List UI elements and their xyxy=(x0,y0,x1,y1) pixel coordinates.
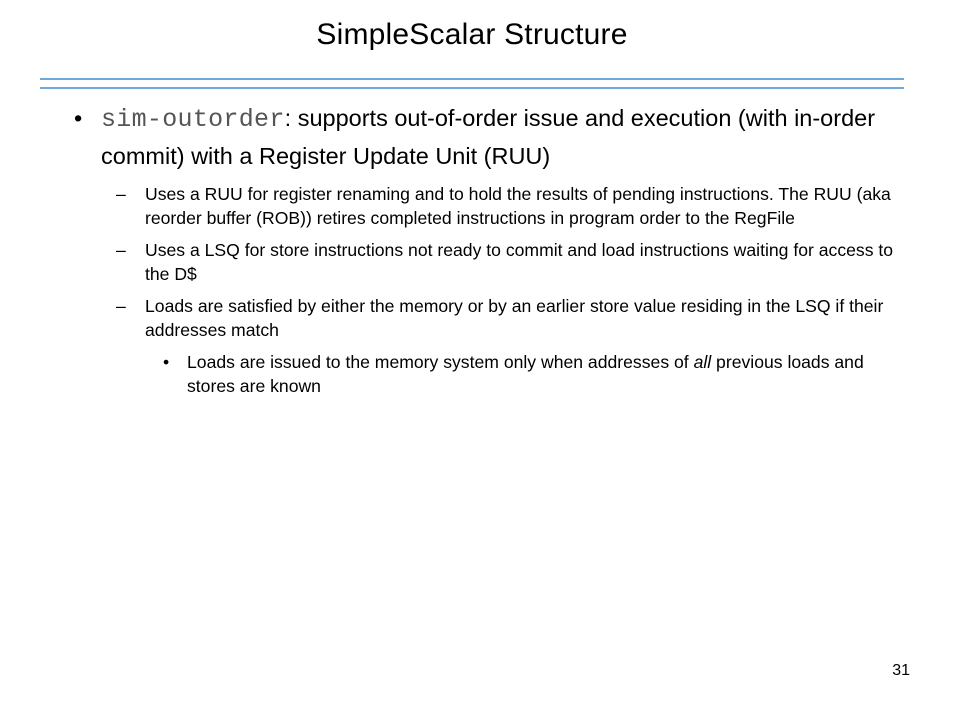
main-bullet-text: : supports out-of-order issue and execut… xyxy=(101,105,876,169)
title-divider-bottom xyxy=(40,87,904,89)
sub-bullet-loads: – Loads are satisfied by either the memo… xyxy=(74,294,904,342)
bullet-marker: • xyxy=(163,352,170,372)
dash-marker: – xyxy=(116,184,126,204)
bullet-marker: • xyxy=(74,105,83,131)
main-bullet: • sim-outorder: supports out-of-order is… xyxy=(74,100,904,174)
sub-sub-bullet-text-after: previous loads and stores are known xyxy=(187,352,864,396)
emphasis-text: all xyxy=(693,352,712,372)
sub-sub-bullet-text-before: Loads are issued to the memory system on… xyxy=(187,352,694,372)
slide-title: SimpleScalar Structure xyxy=(316,18,628,51)
sub-sub-bullet-memory: • Loads are issued to the memory system … xyxy=(74,350,904,398)
dash-marker: – xyxy=(116,296,126,316)
sub-bullet-lsq: – Uses a LSQ for store instructions not … xyxy=(74,238,904,286)
dash-marker: – xyxy=(116,240,126,260)
slide-body: • sim-outorder: supports out-of-order is… xyxy=(74,100,904,398)
title-divider-top xyxy=(40,78,904,80)
sub-bullet-text: Loads are satisfied by either the memory… xyxy=(145,296,884,340)
sub-bullet-text: Uses a RUU for register renaming and to … xyxy=(145,184,891,228)
command-name: sim-outorder xyxy=(101,105,285,134)
sub-bullet-text: Uses a LSQ for store instructions not re… xyxy=(145,240,894,284)
page-number: 31 xyxy=(892,662,910,679)
sub-bullet-ruu: – Uses a RUU for register renaming and t… xyxy=(74,182,904,230)
